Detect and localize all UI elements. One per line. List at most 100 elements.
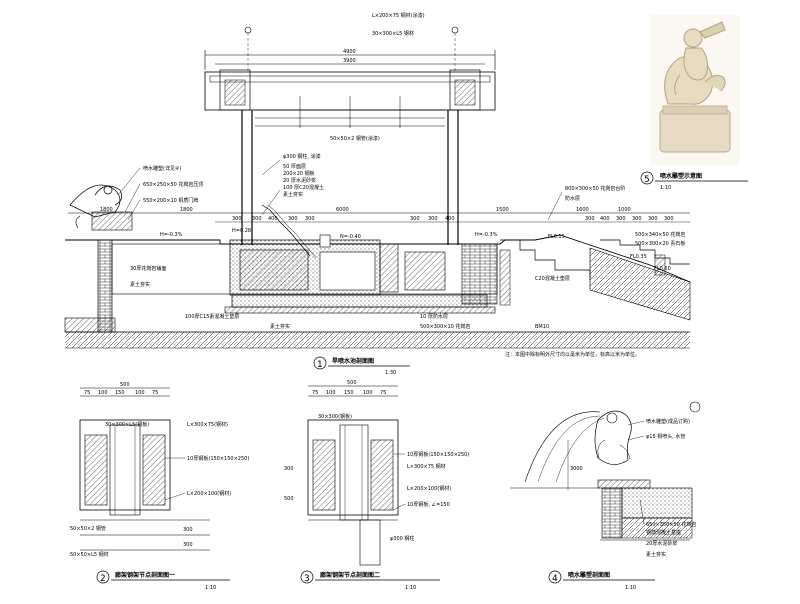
label-right-4: C20混凝土垫层 bbox=[535, 275, 570, 282]
d3-dim-7: 500 bbox=[284, 496, 294, 502]
section-1-title: 旱喷水池剖面图 bbox=[332, 357, 374, 365]
d3-dim-1: 75 bbox=[312, 390, 318, 396]
d2-dim-4: 100 bbox=[135, 390, 145, 396]
d3-label-3: L×200×100(钢材) bbox=[407, 485, 451, 492]
detail-5: 5 喷水雕塑示意图 1:10 bbox=[640, 15, 748, 191]
level-5: FL0.60 bbox=[654, 266, 671, 272]
d3-dim-4: 100 bbox=[363, 390, 373, 396]
section-1-scale: 1:30 bbox=[385, 370, 396, 376]
d3-label-0: 30×300(钢板) bbox=[318, 413, 352, 420]
levels: H=-0.3% H=-0.3% H=0.28 N=-0.40 FL0.15 FL… bbox=[160, 228, 671, 272]
section-4-scale: 1:10 bbox=[625, 585, 636, 591]
d2-dim-3: 150 bbox=[115, 390, 125, 396]
bottom-labels: 100厚C15素混凝土垫层 10 厚防水层 素土夯实 500×300×10 花岗… bbox=[185, 313, 640, 358]
dim-small-3: 300 bbox=[288, 216, 298, 222]
level-2: H=0.28 bbox=[232, 228, 251, 234]
dim-small-11: 300 bbox=[632, 216, 642, 222]
level-0: H=-0.3% bbox=[160, 232, 183, 238]
d2-label-4: 50×50×2 钢管 bbox=[70, 525, 106, 532]
dim-mid-3: 1500 bbox=[496, 207, 509, 213]
label-bottom-4: BM10 bbox=[535, 324, 549, 330]
section-3-scale: 1:10 bbox=[405, 585, 416, 591]
label-pergola-8: 素土夯实 bbox=[283, 191, 303, 198]
dim-small-8: 300 bbox=[585, 216, 595, 222]
d3-dim-6: 300 bbox=[284, 466, 294, 472]
d4-label-2: 650×350×50 花岗岩 bbox=[646, 521, 696, 528]
label-right-1: 防水层 bbox=[565, 195, 580, 202]
d2-dim-6: 300 bbox=[183, 527, 193, 533]
section-3-number: 3 bbox=[304, 574, 310, 584]
dim-mid-5: 1800 bbox=[180, 207, 193, 213]
section-5-scale: 1:10 bbox=[660, 185, 671, 191]
right-labels: 800×300×50 花岗岩台阶 防水层 500×340×50 花岗岩 500×… bbox=[535, 185, 685, 282]
title-1: 1 旱喷水池剖面图 1:30 bbox=[313, 356, 410, 376]
dim-mid-4: 1000 bbox=[618, 207, 631, 213]
section-1-number: 1 bbox=[317, 360, 323, 370]
d3-label-2: L×300×75 钢材 bbox=[407, 463, 446, 470]
d3-label-4: 10厚钢板, ∠=150 bbox=[407, 501, 450, 508]
label-bottom-0: 100厚C15素混凝土垫层 bbox=[185, 313, 239, 320]
d2-dim-1: 75 bbox=[84, 390, 90, 396]
left-statue bbox=[69, 184, 133, 231]
pool-structure bbox=[64, 204, 691, 349]
dim-small-13: 300 bbox=[664, 216, 674, 222]
level-1: H=-0.3% bbox=[475, 232, 498, 238]
label-bottom-2: 素土夯实 bbox=[270, 323, 290, 330]
pergola-labels: L×200×75 钢材(涂漆) 30×300×L5 钢材 50×50×2 钢管(… bbox=[261, 12, 425, 216]
label-pergola-5: 200×20 钢板 bbox=[283, 170, 315, 177]
section-3-title: 廊架钢架节点剖面图二 bbox=[320, 571, 380, 579]
dim-small-5: 300 bbox=[410, 216, 420, 222]
d3-dim-0: 500 bbox=[347, 380, 357, 386]
dim-small-9: 400 bbox=[600, 216, 610, 222]
label-left-4: 素土夯实 bbox=[130, 281, 150, 288]
label-pergola-6: 20 厚水泥砂浆 bbox=[283, 177, 316, 184]
pergola-dims: 4900 3900 bbox=[204, 49, 496, 70]
level-3: N=-0.40 bbox=[340, 234, 361, 240]
label-pergola-3: φ300 钢柱, 涂漆 bbox=[283, 153, 321, 160]
dim-small-6: 300 bbox=[428, 216, 438, 222]
section-5-number: 5 bbox=[644, 175, 650, 185]
dim-small-2: 400 bbox=[268, 216, 278, 222]
detail-4: 3000 喷水雕塑(成品订购) φ15 铜喷头, 水管 650×350×50 花… bbox=[510, 401, 701, 591]
d4-label-3: 钢筋混凝土基座 bbox=[646, 529, 681, 536]
d4-label-4: 20厚水泥砂浆 bbox=[646, 540, 677, 547]
dim-small-10: 300 bbox=[616, 216, 626, 222]
d4-dim-0: 3000 bbox=[570, 466, 583, 472]
d3-dim-2: 100 bbox=[326, 390, 336, 396]
d3-label-5: φ300 钢柱 bbox=[390, 535, 414, 542]
section-2-scale: 1:10 bbox=[205, 585, 216, 591]
d2-label-1: L×300×75(钢材) bbox=[187, 421, 228, 428]
left-labels: 喷水雕塑(详见④) 650×250×50 花岗岩压顶 550×200×10 铜质… bbox=[117, 165, 203, 288]
main-section: 4900 3900 bbox=[64, 12, 691, 376]
label-right-0: 800×300×50 花岗岩台阶 bbox=[565, 185, 625, 192]
d4-label-5: 素土夯实 bbox=[646, 551, 666, 558]
d2-label-2: 10厚钢板(150×150×250) bbox=[187, 455, 249, 462]
label-right-2: 500×340×50 花岗岩 bbox=[635, 231, 685, 238]
d2-label-5: 50×50×L5 钢材 bbox=[70, 551, 109, 558]
d2-label-0: 30×300×L5(钢板) bbox=[105, 421, 149, 428]
label-pergola-4: 50 厚面层 bbox=[283, 164, 306, 170]
d2-dim-0: 500 bbox=[120, 382, 130, 388]
level-4: FL0.15 bbox=[548, 234, 565, 240]
mid-dims: 1800 6000 1600 1500 1000 1800 300 300 40… bbox=[68, 207, 690, 223]
d2-label-3: L×200×100(钢材) bbox=[187, 490, 231, 497]
label-left-3: 30厚花岗岩铺面 bbox=[130, 265, 166, 272]
label-pergola-1: 30×300×L5 钢材 bbox=[372, 30, 414, 37]
detail-2: 500 75 100 150 100 75 300 300 30×300×L5(… bbox=[70, 382, 249, 591]
label-pergola-2: 50×50×2 钢管(涂漆) bbox=[330, 135, 380, 142]
label-left-0: 喷水雕塑(详见④) bbox=[143, 165, 181, 172]
section-5-title: 喷水雕塑示意图 bbox=[660, 172, 702, 180]
d3-dim-3: 150 bbox=[344, 390, 354, 396]
label-left-2: 550×200×10 铜质门牌 bbox=[143, 197, 198, 204]
dim-3900: 3900 bbox=[343, 58, 356, 64]
d2-dim-7: 300 bbox=[183, 542, 193, 548]
d4-label-1: φ15 铜喷头, 水管 bbox=[646, 433, 685, 440]
label-bottom-3: 500×300×10 花岗岩 bbox=[420, 323, 470, 330]
dim-mid-2: 1600 bbox=[576, 207, 589, 213]
section-4-title: 喷水雕塑剖面图 bbox=[568, 571, 610, 579]
detail-3: 500 75 100 150 100 75 300 500 30×300(钢板)… bbox=[284, 380, 469, 591]
d3-label-1: 10厚钢板(150×150×250) bbox=[407, 451, 469, 458]
label-right-3: 500×300×20 青石板 bbox=[635, 240, 685, 247]
